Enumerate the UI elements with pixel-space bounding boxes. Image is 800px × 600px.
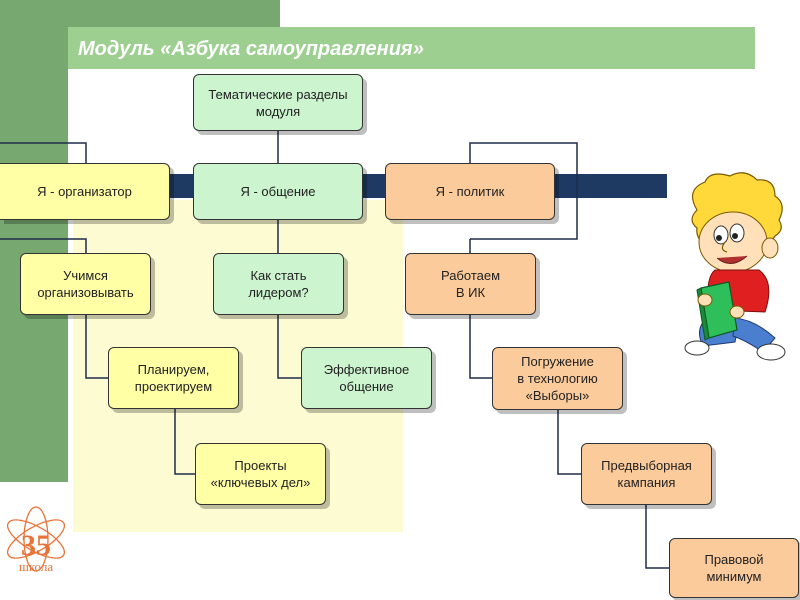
node-organizer: Я - организатор [0,163,170,220]
left-green-strip [0,0,68,482]
node-how-leader: Как стать лидером? [213,253,344,315]
node-plan-design: Планируем, проектируем [108,347,239,409]
node-legal-minimum: Правовой минимум [669,538,799,598]
node-projects: Проекты «ключевых дел» [195,443,326,505]
node-politician: Я - политик [385,163,555,220]
slide-title: Модуль «Азбука самоуправления» [78,38,424,60]
logo-number: 35 [21,529,51,562]
node-communication: Я - общение [193,163,363,220]
node-root: Тематические разделы модуля [193,74,363,131]
top-green-strip [0,0,280,27]
node-effective-communication: Эффективное общение [301,347,432,409]
school-logo: 35 школа [6,506,66,574]
node-work-ik: Работаем В ИК [405,253,536,315]
node-immersion: Погружение в технологию «Выборы» [492,347,623,410]
node-learn-organize: Учимся организовывать [20,253,151,315]
node-pre-election: Предвыборная кампания [581,443,712,505]
logo-text: школа [19,559,53,574]
reading-boy-illustration [684,172,786,361]
title-band [68,27,755,69]
